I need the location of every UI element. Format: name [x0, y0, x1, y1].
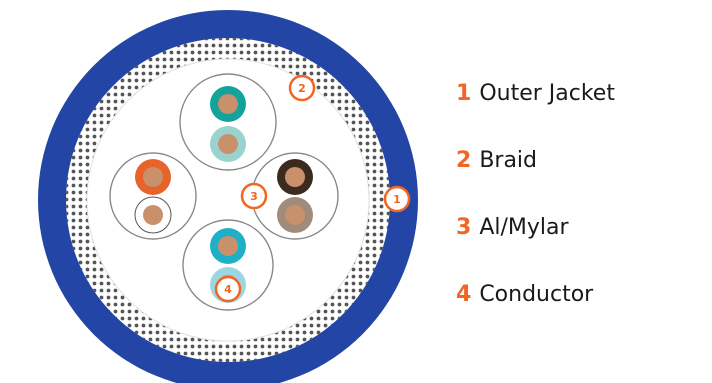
callout-2: 2 [288, 74, 316, 102]
pair-left [109, 152, 197, 240]
conductor [143, 167, 163, 187]
callout-2-text: 2 [298, 82, 306, 95]
conductor [218, 134, 238, 154]
conductor [285, 205, 305, 225]
legend-number: 3 [456, 215, 472, 240]
pair-shield [182, 219, 274, 311]
conductor [285, 167, 305, 187]
pair-shield [109, 152, 197, 240]
legend-number: 1 [456, 81, 472, 106]
legend-item-al-mylar: 3 Al/Mylar [456, 215, 615, 240]
conductor [218, 236, 238, 256]
legend-number: 2 [456, 148, 472, 173]
al-mylar-shield [86, 58, 370, 342]
legend-item-braid: 2 Braid [456, 148, 615, 173]
legend-item-outer-jacket: 1 Outer Jacket [456, 81, 615, 106]
legend-number: 4 [456, 282, 472, 307]
legend-item-conductor: 4 Conductor [456, 282, 615, 307]
legend: 1 Outer Jacket 2 Braid 3 Al/Mylar 4 Conducto… [456, 81, 615, 307]
callout-4: 4 [214, 275, 242, 303]
callout-3: 3 [240, 182, 268, 210]
legend-label: Outer Jacket [479, 81, 615, 106]
legend-label: Braid [479, 148, 538, 173]
callout-1-text: 1 [393, 193, 401, 206]
callout-1: 1 [383, 185, 411, 213]
callout-3-text: 3 [250, 190, 258, 203]
cable-diagram: 1 2 3 4 [38, 10, 418, 383]
legend-label: Conductor [479, 282, 594, 307]
legend-label: Al/Mylar [479, 215, 569, 240]
conductor [218, 94, 238, 114]
pair-right [251, 152, 339, 240]
pair-top [179, 73, 277, 171]
callout-4-text: 4 [224, 283, 232, 296]
conductor [143, 205, 163, 225]
